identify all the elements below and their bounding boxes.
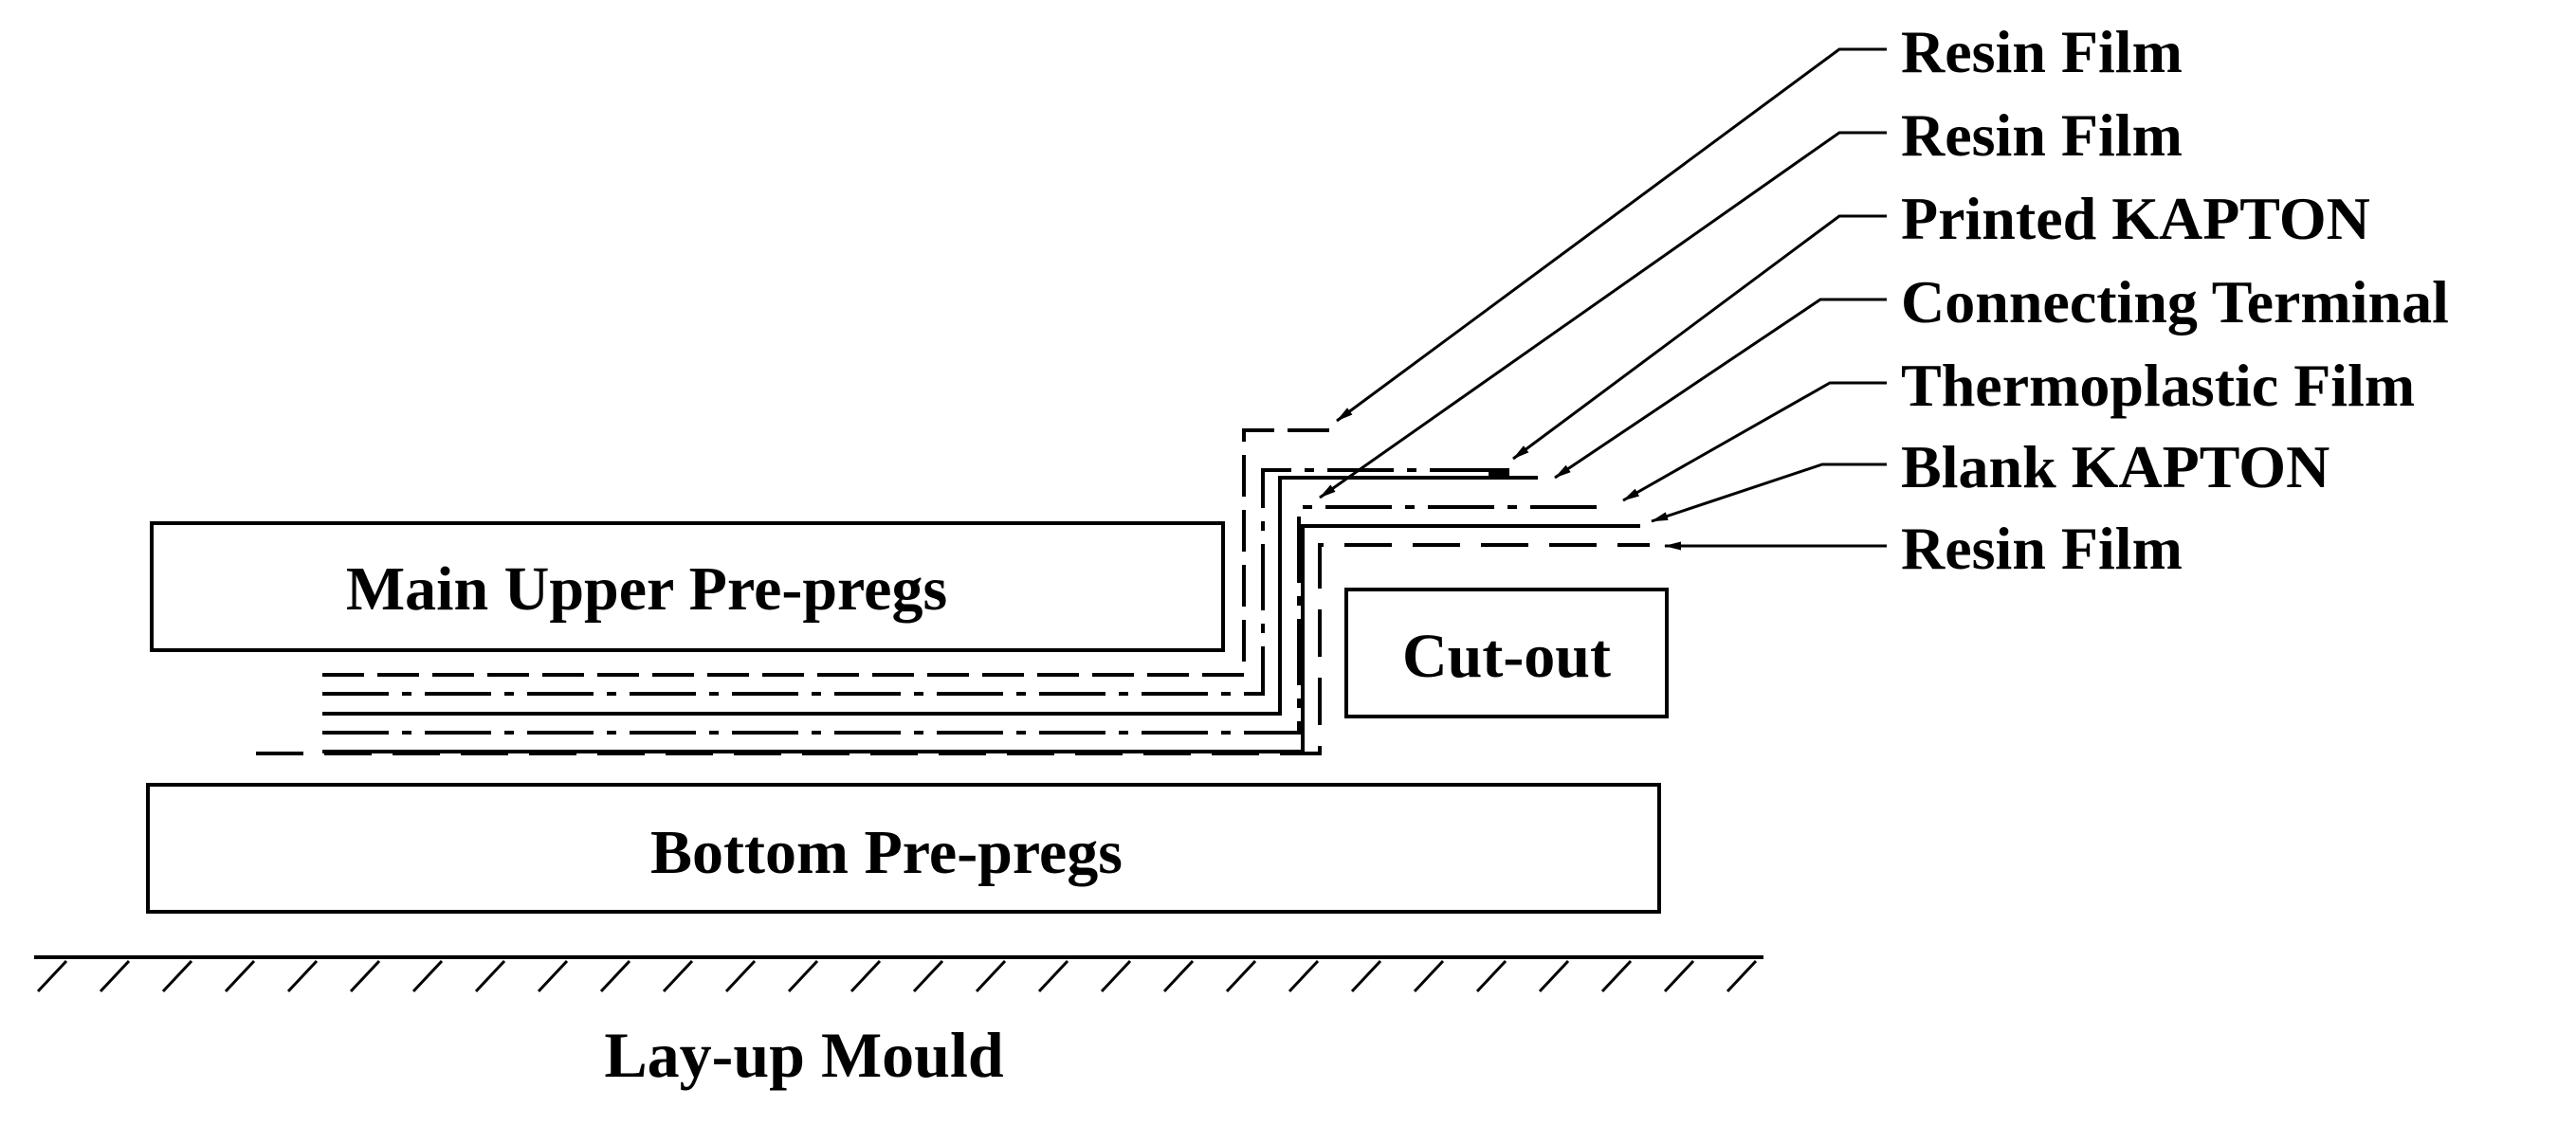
hatch-mark (99, 959, 131, 993)
hatch-mark (36, 959, 68, 993)
callout-label: Blank KAPTON (1901, 433, 2329, 500)
hatch-mark (599, 959, 631, 993)
resin-film-layer-3 (256, 543, 1650, 755)
layup-mould: Lay-up Mould (34, 955, 1763, 1091)
callout-resin-film-1: Resin Film (1336, 18, 2183, 423)
callout-label: Connecting Terminal (1901, 268, 2449, 336)
hatch-mark (1350, 959, 1382, 993)
hatch-mark (1225, 959, 1257, 993)
hatch-mark (1288, 959, 1320, 993)
callout-label: Resin Film (1901, 101, 2183, 169)
callout-label: Resin Film (1901, 515, 2183, 582)
main-upper-prepregs-block: Main Upper Pre-pregs (150, 521, 1225, 652)
callout-resin-film-3: Resin Film (1664, 515, 2183, 582)
hatch-mark (724, 959, 757, 993)
hatch-mark (161, 959, 193, 993)
callouts: Resin Film Resin Film Printed KAPTON Con… (1319, 18, 2449, 582)
layup-mould-label: Lay-up Mould (604, 1019, 1004, 1091)
hatch-mark (912, 959, 944, 993)
callout-connecting-terminal: Connecting Terminal (1554, 268, 2449, 480)
hatch-mark (1726, 959, 1758, 993)
hatch-mark (662, 959, 694, 993)
hatch-mark (975, 959, 1007, 993)
cut-out-block: Cut-out (1344, 588, 1669, 718)
callout-label: Thermoplastic Film (1901, 352, 2415, 419)
main-upper-prepregs-label: Main Upper Pre-pregs (346, 554, 947, 624)
hatch-mark (1037, 959, 1069, 993)
hatch-mark (1538, 959, 1570, 993)
printed-kapton-layer (322, 476, 1538, 716)
callout-label: Resin Film (1901, 18, 2183, 85)
connecting-terminal (1489, 468, 1509, 478)
hatch-mark (224, 959, 256, 993)
hatch-mark (411, 959, 444, 993)
bottom-prepregs-label: Bottom Pre-pregs (650, 818, 1123, 887)
resin-film-layer-2 (322, 468, 1498, 696)
callout-label: Printed KAPTON (1901, 185, 2370, 252)
hatch-mark (787, 959, 819, 993)
thermoplastic-film-layer (322, 505, 1602, 735)
callout-thermoplastic-film: Thermoplastic Film (1622, 352, 2415, 502)
callout-printed-kapton: Printed KAPTON (1512, 185, 2370, 461)
hatch-mark (349, 959, 381, 993)
hatch-mark (474, 959, 506, 993)
hatch-mark (1413, 959, 1445, 993)
bottom-prepregs-block: Bottom Pre-pregs (146, 783, 1661, 914)
callout-blank-kapton: Blank KAPTON (1651, 433, 2329, 523)
resin-film-layer-1 (322, 428, 1337, 677)
callout-resin-film-2: Resin Film (1319, 101, 2183, 499)
hatch-mark (537, 959, 569, 993)
layer-stack (256, 428, 1650, 755)
hatch-mark (1600, 959, 1633, 993)
hatch-mark (1162, 959, 1195, 993)
hatch-mark (1475, 959, 1507, 993)
mould-hatching (36, 959, 1758, 993)
hatch-mark (850, 959, 882, 993)
cut-out-label: Cut-out (1402, 622, 1611, 691)
hatch-mark (1100, 959, 1132, 993)
hatch-mark (286, 959, 319, 993)
hatch-mark (1663, 959, 1695, 993)
